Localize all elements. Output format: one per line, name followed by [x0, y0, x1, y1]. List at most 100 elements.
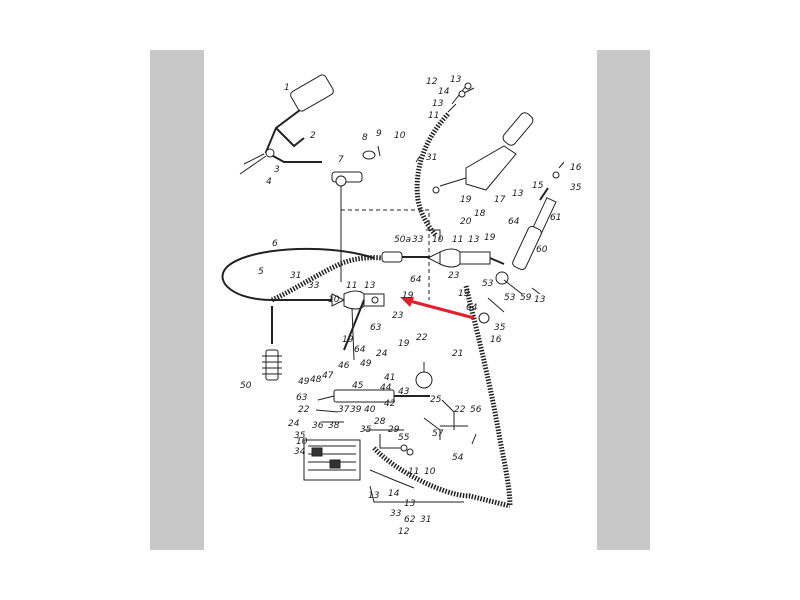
block-port-1: [311, 447, 323, 457]
callout-12-top: 12: [426, 77, 438, 87]
lower-cable-right: [463, 285, 513, 507]
callout-48: 48: [310, 375, 322, 385]
callout-labels: 1 2 3 4 5 6 7 8 9 10 12 13 14 13 11 31 1…: [240, 75, 582, 537]
callout-64-d: 64: [354, 345, 366, 355]
callout-13-d: 13: [534, 295, 546, 305]
lines-48-47: [315, 395, 344, 423]
block-fins: [308, 445, 356, 471]
callout-35-b: 35: [494, 323, 506, 333]
callout-19-f: 19: [398, 339, 410, 349]
callout-44: 44: [380, 383, 392, 393]
callout-62: 62: [404, 515, 416, 525]
callout-47: 47: [322, 371, 334, 381]
callout-8: 8: [362, 133, 368, 143]
callout-45: 45: [352, 381, 364, 391]
reservoir-25: [415, 371, 433, 389]
callout-56: 56: [470, 405, 482, 415]
pedal-assembly: [239, 74, 381, 282]
callout-33-a: 33: [412, 235, 424, 245]
lines-28-29: [364, 429, 404, 449]
callout-13-h: 13: [404, 499, 416, 509]
callout-29: 29: [388, 425, 400, 435]
callout-24-a: 24: [376, 349, 388, 359]
callout-13-g: 13: [368, 491, 380, 501]
spring-50-coils: [262, 355, 282, 375]
callout-11-c: 11: [346, 281, 357, 291]
callout-35-a: 35: [570, 183, 582, 193]
callout-40: 40: [364, 405, 376, 415]
spring-50-body: [265, 349, 279, 381]
cable-10-mark: [415, 155, 421, 163]
callout-38: 38: [328, 421, 340, 431]
callout-9: 9: [376, 129, 382, 139]
callout-25: 25: [430, 395, 442, 405]
red-arrow-shaft: [405, 298, 475, 320]
nut-13-right: [531, 287, 541, 295]
callout-64-c: 64: [410, 275, 422, 285]
washer-35-right: [552, 171, 560, 179]
callout-10-e: 10: [424, 467, 436, 477]
callout-23-a: 23: [448, 271, 460, 281]
red-arrow-head: [400, 297, 414, 307]
callout-43: 43: [398, 387, 410, 397]
callout-55: 55: [398, 433, 410, 443]
pedal-pad: [290, 74, 334, 112]
callout-16-b: 16: [490, 335, 502, 345]
cable-6: [221, 247, 375, 301]
lower-cable-loop: [372, 446, 511, 509]
pedal-arm: [275, 127, 305, 148]
callout-31-top: 31: [426, 153, 437, 163]
callout-10-top: 10: [394, 131, 406, 141]
diagram-svg: 1 2 3 4 5 6 7 8 9 10 12 13 14 13 11 31 1…: [221, 74, 582, 537]
pipe-21: [423, 417, 441, 440]
rod-61-end: [539, 187, 549, 201]
callout-31-c: 31: [420, 515, 431, 525]
callout-35-d: 35: [294, 431, 306, 441]
callout-17: 17: [494, 195, 506, 205]
callout-31-b: 31: [290, 271, 301, 281]
block-port-2: [329, 459, 341, 469]
callout-50a: 50а: [394, 235, 411, 245]
callout-41: 41: [384, 373, 395, 383]
callout-22-c: 22: [454, 405, 466, 415]
callout-18: 18: [474, 209, 486, 219]
hand-lever-link: [439, 177, 467, 187]
hand-lever-bolt: [432, 186, 440, 194]
callout-37: 37: [338, 405, 350, 415]
pin-16-right: [558, 161, 565, 169]
callout-13-a: 13: [450, 75, 462, 85]
hand-grip: [502, 112, 534, 146]
callout-10-c: 10: [328, 295, 340, 305]
callout-13-f: 13: [364, 281, 376, 291]
callout-19-c: 19: [484, 233, 496, 243]
pin-13-left: [371, 296, 379, 304]
callout-3: 3: [274, 165, 280, 175]
callout-22-a: 22: [416, 333, 428, 343]
callout-64-a: 64: [508, 217, 520, 227]
lines-57: [440, 399, 468, 430]
callout-54: 54: [452, 453, 464, 463]
callout-19-b: 19: [458, 289, 470, 299]
pedal-pivot: [265, 148, 275, 158]
callout-6: 6: [272, 239, 278, 249]
nut-13-top: [464, 82, 472, 90]
callout-10-d: 10: [296, 437, 308, 447]
callout-34: 34: [294, 447, 306, 457]
callout-11-d: 11: [408, 467, 419, 477]
callout-53-b: 53: [482, 279, 494, 289]
hand-lever-body: [465, 145, 517, 191]
callout-11-top: 11: [428, 111, 439, 121]
washer-35-low: [478, 312, 490, 324]
washer-8: [362, 150, 376, 160]
callout-12-bottom: 12: [398, 527, 410, 537]
fitting-50a: [381, 251, 403, 263]
callout-13-b: 13: [432, 99, 444, 109]
arrow-leader-64: [351, 307, 355, 361]
callout-19-a: 19: [460, 195, 472, 205]
joint-35-bottom: [406, 448, 414, 456]
boot-10-left: [331, 293, 346, 307]
callout-35-c: 35: [360, 425, 372, 435]
hand-lever-assembly: [414, 82, 565, 324]
callout-57: 57: [432, 429, 444, 439]
callout-53-a: 53: [504, 293, 516, 303]
